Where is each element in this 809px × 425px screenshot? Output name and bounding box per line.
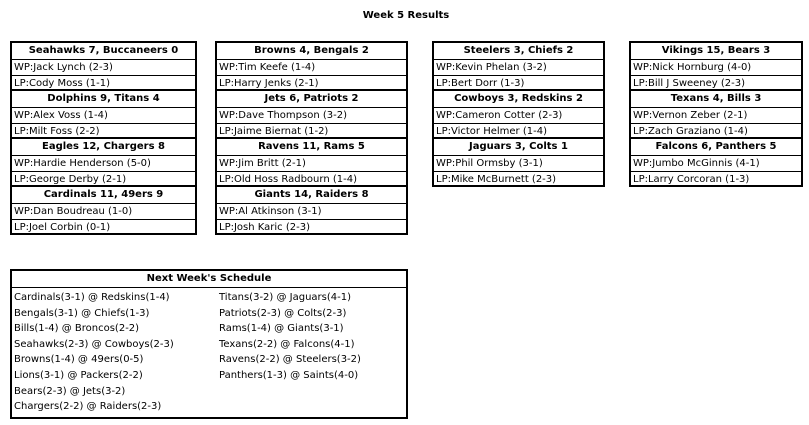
matchup: Texans(2-2) @ Falcons(4-1)	[219, 338, 355, 350]
losing-pitcher: LP:Bert Dorr (1-3)	[436, 78, 525, 89]
schedule-left-list: Cardinals(3-1) @ Redskins(1-4) Bengals(3-…	[14, 290, 174, 415]
matchup: Patriots(2-3) @ Colts(2-3)	[219, 307, 347, 319]
game-score: Texans 4, Bills 3	[631, 91, 801, 108]
schedule-title: Next Week's Schedule	[12, 271, 406, 288]
winning-pitcher: WP:Alex Voss (1-4)	[12, 108, 195, 124]
matchup: Bears(2-3) @ Jets(3-2)	[14, 385, 126, 397]
winning-pitcher: WP:Kevin Phelan (3-2)	[434, 60, 603, 76]
winning-pitcher: WP:Hardie Henderson (5-0)	[12, 156, 195, 172]
losing-pitcher: LP:Mike McBurnett (2-3)	[436, 174, 557, 185]
losing-pitcher: LP:Old Hoss Radbourn (1-4)	[219, 174, 357, 185]
game-score: Vikings 15, Bears 3	[631, 43, 801, 60]
matchup: Cardinals(3-1) @ Redskins(1-4)	[14, 292, 170, 303]
losing-pitcher: LP:Cody Moss (1-1)	[14, 78, 110, 89]
losing-pitcher: LP:Joel Corbin (0-1)	[14, 222, 111, 233]
matchup: Rams(1-4) @ Giants(3-1)	[219, 323, 344, 335]
losing-pitcher: LP:Zach Graziano (1-4)	[633, 126, 748, 137]
winning-pitcher: WP:Vernon Zeber (2-1)	[631, 108, 801, 124]
losing-pitcher: LP:Victor Helmer (1-4)	[436, 126, 547, 137]
matchup: Bengals(3-1) @ Chiefs(1-3)	[14, 307, 150, 319]
game-score: Jets 6, Patriots 2	[217, 91, 406, 108]
losing-pitcher: LP:Milt Foss (2-2)	[14, 126, 100, 137]
game-score: Jaguars 3, Colts 1	[434, 139, 603, 156]
matchup: Panthers(1-3) @ Saints(4-0)	[219, 369, 359, 381]
game-score: Seahawks 7, Buccaneers 0	[12, 43, 195, 60]
winning-pitcher: WP:Tim Keefe (1-4)	[217, 60, 406, 76]
game-score: Ravens 11, Rams 5	[217, 139, 406, 156]
losing-pitcher: LP:Jaime Biernat (1-2)	[219, 126, 329, 137]
game-score: Cowboys 3, Redskins 2	[434, 91, 603, 108]
game-score: Giants 14, Raiders 8	[217, 187, 406, 204]
game-score: Falcons 6, Panthers 5	[631, 139, 801, 156]
matchup: Ravens(2-2) @ Steelers(3-2)	[219, 354, 361, 366]
next-week-schedule: Next Week's Schedule Cardinals(3-1) @ Re…	[10, 269, 408, 419]
matchup: Lions(3-1) @ Packers(2-2)	[14, 369, 143, 381]
winning-pitcher: WP:Jim Britt (2-1)	[217, 156, 406, 172]
losing-pitcher: LP:Bill J Sweeney (2-3)	[633, 78, 746, 89]
game-score: Steelers 3, Chiefs 2	[434, 43, 603, 60]
game-score: Browns 4, Bengals 2	[217, 43, 406, 60]
winning-pitcher: WP:Dave Thompson (3-2)	[217, 108, 406, 124]
matchup: Bills(1-4) @ Broncos(2-2)	[14, 323, 140, 335]
matchup: Chargers(2-2) @ Raiders(2-3)	[14, 401, 162, 413]
winning-pitcher: WP:Phil Ormsby (3-1)	[434, 156, 603, 172]
schedule-right-list: Titans(3-2) @ Jaguars(4-1) Patriots(2-3) …	[219, 290, 361, 384]
losing-pitcher: LP:Larry Corcoran (1-3)	[633, 174, 750, 185]
losing-pitcher: LP:Josh Karic (2-3)	[219, 222, 310, 233]
winning-pitcher: WP:Cameron Cotter (2-3)	[434, 108, 603, 124]
winning-pitcher: WP:Jumbo McGinnis (4-1)	[631, 156, 801, 172]
game-score: Cardinals 11, 49ers 9	[12, 187, 195, 204]
winning-pitcher: WP:Nick Hornburg (4-0)	[631, 60, 801, 76]
winning-pitcher: WP:Al Atkinson (3-1)	[217, 204, 406, 220]
winning-pitcher: WP:Dan Boudreau (1-0)	[12, 204, 195, 220]
winning-pitcher: WP:Jack Lynch (2-3)	[12, 60, 195, 76]
losing-pitcher: LP:George Derby (2-1)	[14, 174, 127, 185]
matchup: Seahawks(2-3) @ Cowboys(2-3)	[14, 338, 174, 350]
losing-pitcher: LP:Harry Jenks (2-1)	[219, 78, 319, 89]
page-title: Week 5 Results	[362, 10, 450, 21]
matchup: Browns(1-4) @ 49ers(0-5)	[14, 354, 144, 366]
game-score: Dolphins 9, Titans 4	[12, 91, 195, 108]
game-score: Eagles 12, Chargers 8	[12, 139, 195, 156]
matchup: Titans(3-2) @ Jaguars(4-1)	[219, 292, 352, 303]
